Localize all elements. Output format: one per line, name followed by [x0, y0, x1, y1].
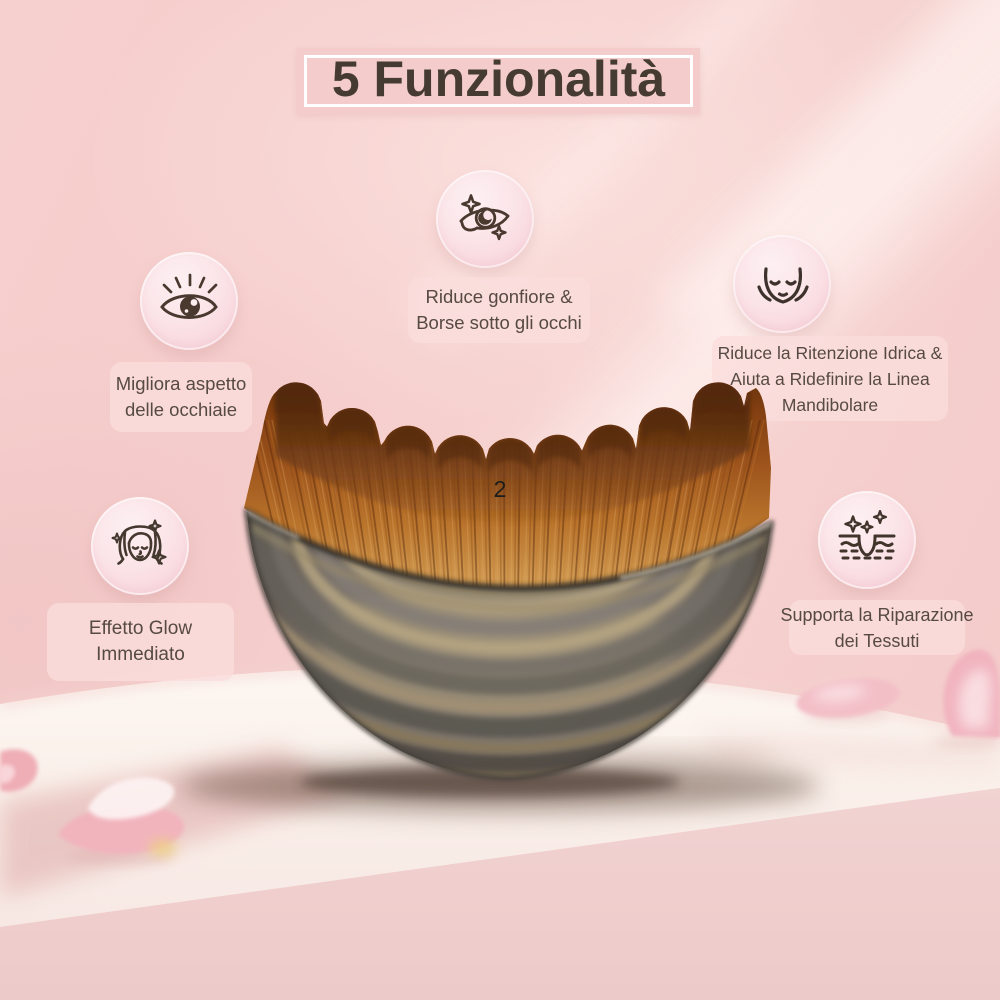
- svg-text:2: 2: [494, 476, 507, 502]
